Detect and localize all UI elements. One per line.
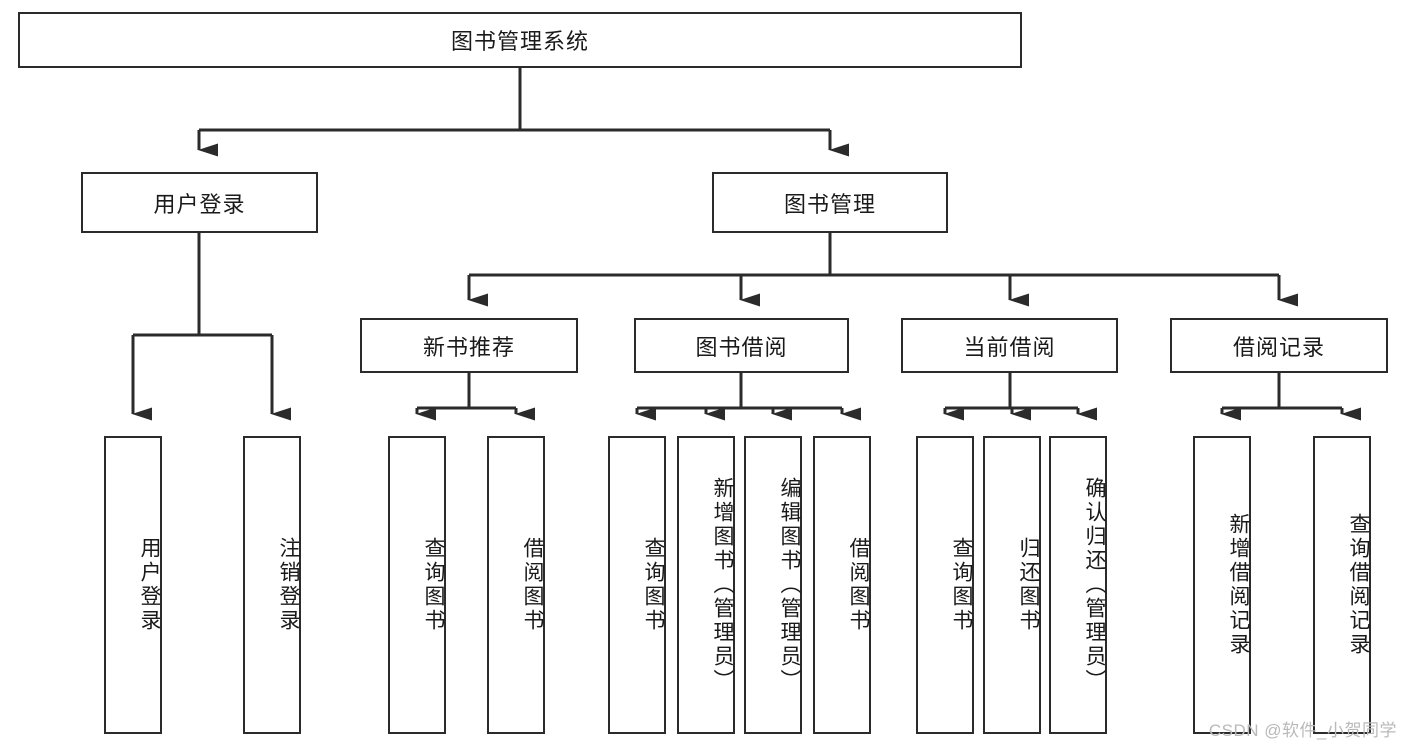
node-leaf-query-book-current[interactable]: 查询图书 xyxy=(916,436,974,734)
node-leaf-edit-book-admin[interactable]: 编辑图书（管理员） xyxy=(744,436,802,734)
node-label: 归还图书 xyxy=(1017,537,1040,633)
node-leaf-confirm-return-admin[interactable]: 确认归还（管理员） xyxy=(1049,436,1107,734)
node-label: 用户登录 xyxy=(138,537,161,633)
node-label: 查询图书 xyxy=(422,537,445,633)
node-label: 查询借阅记录 xyxy=(1347,513,1370,657)
node-leaf-borrow-book[interactable]: 借阅图书 xyxy=(813,436,871,734)
node-book-management[interactable]: 图书管理 xyxy=(712,172,948,233)
node-label: 图书借阅 xyxy=(695,334,788,360)
node-label: 确认归还（管理员） xyxy=(1083,477,1106,693)
node-new-book-recommend[interactable]: 新书推荐 xyxy=(360,318,578,373)
node-label: 新书推荐 xyxy=(422,334,515,360)
node-leaf-user-login[interactable]: 用户登录 xyxy=(104,436,162,734)
node-label: 查询图书 xyxy=(642,537,665,633)
node-current-borrow[interactable]: 当前借阅 xyxy=(901,318,1118,373)
node-label: 新增借阅记录 xyxy=(1227,513,1250,657)
node-label: 借阅图书 xyxy=(847,537,870,633)
watermark: CSDN @软件_小贺同学 xyxy=(1208,721,1397,740)
node-label: 编辑图书（管理员） xyxy=(778,477,801,693)
node-label: 图书管理 xyxy=(783,191,876,217)
node-leaf-query-book-borrow[interactable]: 查询图书 xyxy=(608,436,666,734)
node-leaf-add-book-admin[interactable]: 新增图书（管理员） xyxy=(677,436,735,734)
node-label: 注销登录 xyxy=(277,537,300,633)
node-leaf-logout[interactable]: 注销登录 xyxy=(243,436,301,734)
node-book-borrow[interactable]: 图书借阅 xyxy=(634,318,849,373)
node-label: 新增图书（管理员） xyxy=(711,477,734,693)
node-leaf-query-book-recommend[interactable]: 查询图书 xyxy=(388,436,446,734)
node-leaf-return-book[interactable]: 归还图书 xyxy=(983,436,1041,734)
node-label: 查询图书 xyxy=(950,537,973,633)
node-user-login[interactable]: 用户登录 xyxy=(81,172,318,233)
node-borrow-record[interactable]: 借阅记录 xyxy=(1170,318,1388,373)
node-leaf-add-borrow-record[interactable]: 新增借阅记录 xyxy=(1193,436,1251,734)
node-label: 借阅图书 xyxy=(521,537,544,633)
node-root-book-management-system[interactable]: 图书管理系统 xyxy=(18,12,1022,68)
node-label: 借阅记录 xyxy=(1232,334,1325,360)
node-leaf-borrow-book-recommend[interactable]: 借阅图书 xyxy=(487,436,545,734)
node-leaf-query-borrow-record[interactable]: 查询借阅记录 xyxy=(1313,436,1371,734)
node-label: 图书管理系统 xyxy=(450,29,589,54)
node-label: 用户登录 xyxy=(153,191,246,217)
node-label: 当前借阅 xyxy=(963,334,1056,360)
